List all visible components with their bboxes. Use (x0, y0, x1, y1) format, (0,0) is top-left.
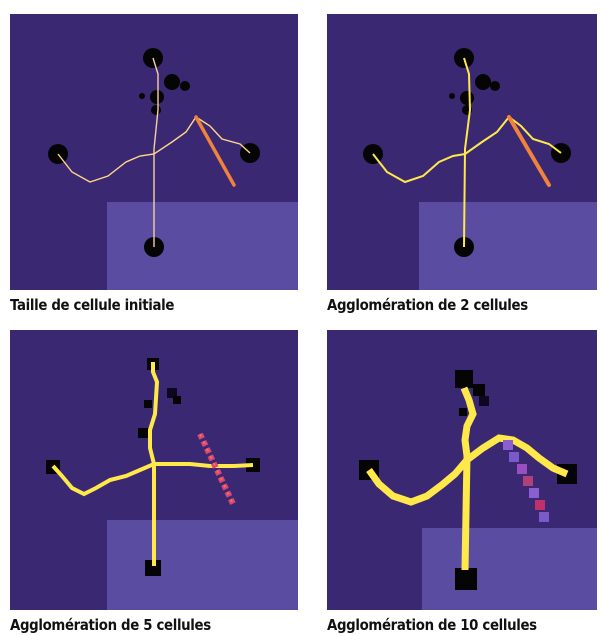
caption-5-cells: Agglomération de 5 cellules (10, 616, 211, 634)
caption-10-cells: Agglomération de 10 cellules (327, 616, 537, 634)
panel-10-cells (327, 330, 597, 610)
grid-map-10-cells (327, 330, 597, 610)
grid-map-initial (10, 14, 298, 290)
grid-map-5-cells (10, 330, 298, 610)
caption-initial: Taille de cellule initiale (10, 296, 175, 314)
caption-2-cells: Agglomération de 2 cellules (327, 296, 528, 314)
panel-5-cells (10, 330, 298, 610)
panel-initial (10, 14, 298, 290)
grid-map-2-cells (327, 14, 597, 290)
panel-2-cells (327, 14, 597, 290)
